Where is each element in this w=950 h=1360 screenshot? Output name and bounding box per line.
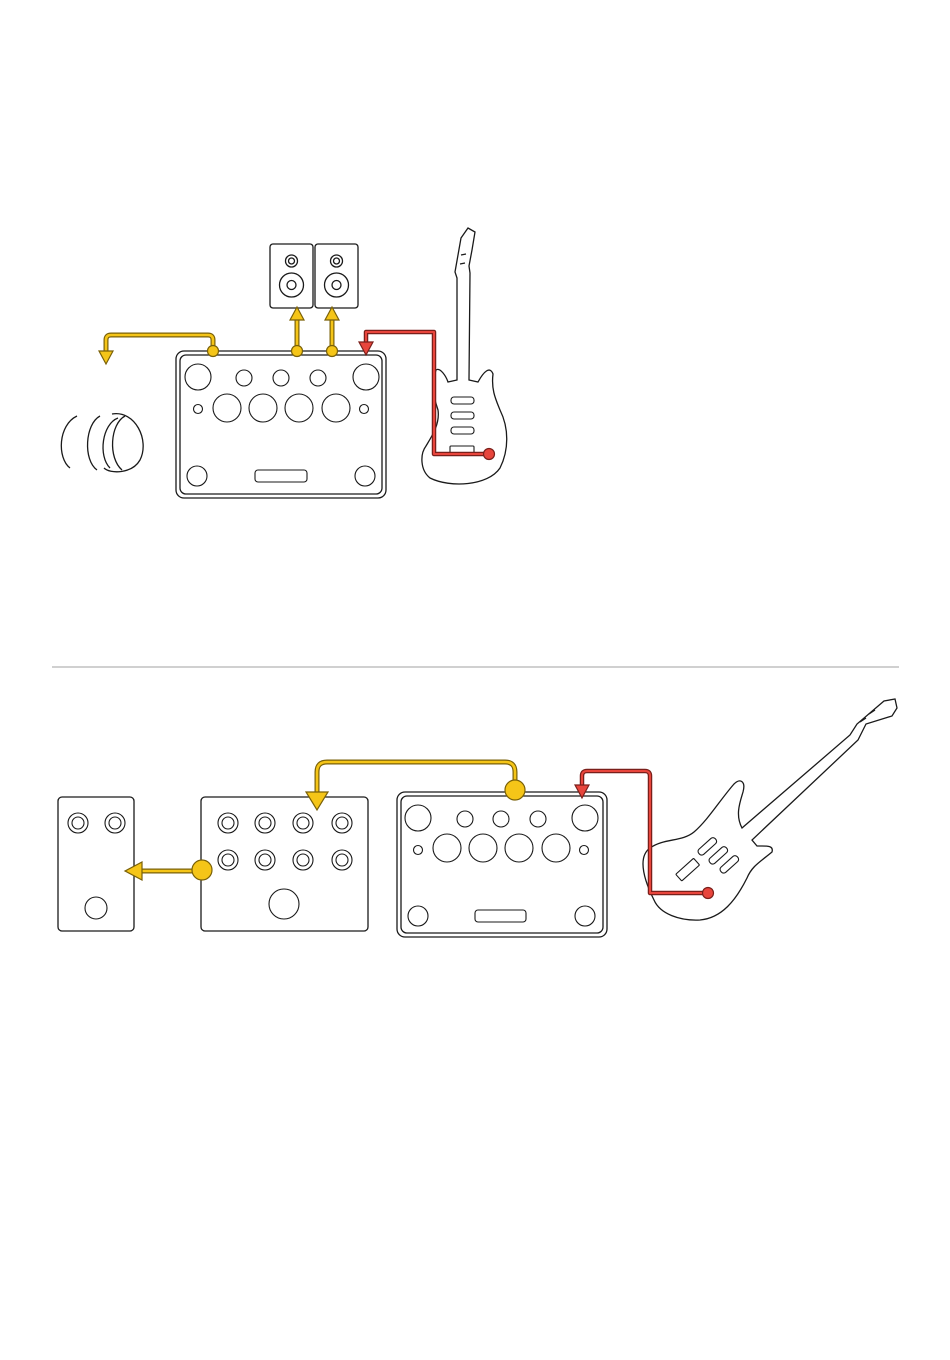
footswitch-knob	[353, 364, 379, 390]
diagram-shape	[270, 244, 313, 308]
diagram-shape	[542, 834, 570, 862]
cable-pedal-to-monitor	[325, 307, 339, 357]
diagram-shape	[336, 817, 348, 829]
jack-point	[292, 346, 303, 357]
diagram-shape	[451, 397, 474, 404]
diagram-shape	[572, 805, 598, 831]
jack-point	[484, 449, 495, 460]
knob	[249, 394, 277, 422]
monitor-speaker-icon	[315, 244, 358, 308]
jack-point	[703, 888, 714, 899]
knob	[322, 394, 350, 422]
diagram-shape	[72, 817, 84, 829]
diagram-shape	[317, 762, 515, 794]
diagram-shape	[451, 427, 474, 434]
jack-point	[505, 780, 525, 800]
amp-modeler-pedal	[176, 351, 386, 498]
arrow-icon	[99, 351, 113, 364]
led	[360, 405, 369, 414]
audio-interface	[201, 797, 368, 931]
volume-knob	[269, 889, 299, 919]
electric-guitar-icon	[643, 699, 897, 920]
diagram-shape	[643, 699, 897, 920]
diagram-shape	[469, 834, 497, 862]
diagram-shape	[61, 416, 77, 468]
setup-1-diagram	[61, 228, 506, 498]
diagram-shape	[88, 416, 100, 470]
diagram-shape	[408, 906, 428, 926]
diagram-shape	[493, 811, 509, 827]
diagram-shape	[106, 335, 213, 353]
cable-interface-to-small-pedal	[125, 860, 212, 880]
diagram-shape	[297, 854, 309, 866]
diagram-shape	[405, 805, 431, 831]
diagram-shape	[414, 846, 423, 855]
jack-point	[327, 346, 338, 357]
diagram-shape	[575, 906, 595, 926]
knob	[273, 370, 289, 386]
knob	[285, 394, 313, 422]
setup-2-diagram	[58, 699, 897, 937]
diagram-shape	[106, 335, 213, 353]
display	[255, 470, 307, 482]
diagram-shape	[580, 846, 589, 855]
amp-modeler-pedal	[397, 792, 607, 937]
footswitch	[355, 466, 375, 486]
diagram-shape	[109, 817, 121, 829]
cable-pedal-to-monitor	[290, 307, 304, 357]
jack-point	[192, 860, 212, 880]
diagram-shape	[475, 910, 526, 922]
jack-point	[208, 346, 219, 357]
led	[194, 405, 203, 414]
knob	[310, 370, 326, 386]
diagram-shape	[259, 817, 271, 829]
small-pedal	[58, 797, 134, 931]
diagram-shape	[457, 811, 473, 827]
diagram-shape	[297, 817, 309, 829]
diagram-shape	[222, 854, 234, 866]
knob	[213, 394, 241, 422]
diagram-shape	[433, 834, 461, 862]
diagram-shape	[505, 834, 533, 862]
footswitch	[187, 466, 207, 486]
diagram-shape	[222, 817, 234, 829]
diagram-shape	[317, 762, 515, 794]
diagram-shape	[113, 416, 125, 470]
diagram-shape	[336, 854, 348, 866]
diagram-shape	[451, 412, 474, 419]
headphones-icon	[61, 414, 143, 472]
knob	[236, 370, 252, 386]
diagram-shape	[85, 897, 107, 919]
diagram-shape	[315, 244, 358, 308]
diagram-shape	[530, 811, 546, 827]
diagram-shape	[259, 854, 271, 866]
arrow-icon	[325, 307, 339, 320]
monitor-speaker-icon	[270, 244, 313, 308]
footswitch-knob	[185, 364, 211, 390]
arrow-icon	[290, 307, 304, 320]
diagram-shape	[104, 414, 143, 472]
